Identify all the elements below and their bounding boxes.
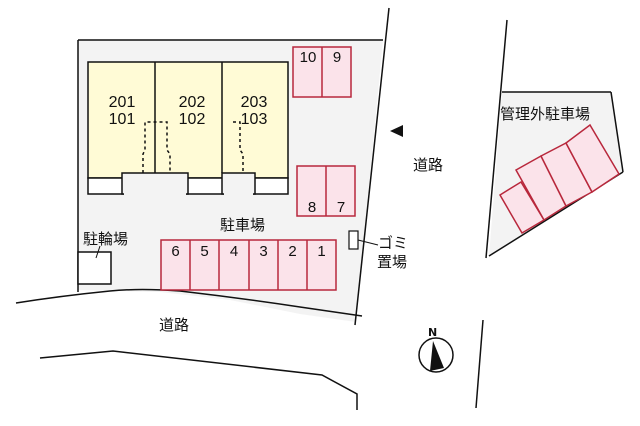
parking-slot-9: 9 [332, 49, 342, 66]
road-edge-bottom [39, 350, 358, 410]
parking-slot-3: 3 [259, 243, 268, 260]
entrance-arrow-icon [390, 125, 403, 137]
parking-slot-4: 4 [229, 243, 239, 260]
road-edge-line [354, 7, 390, 326]
parking-slot-1: 1 [317, 243, 326, 260]
parking-slot-2: 2 [288, 243, 297, 260]
road-south-label: 道路 [159, 316, 190, 334]
garbage-box [348, 230, 359, 250]
garbage-label-line1: ゴミ [378, 234, 409, 252]
unit-label-202-102: 202 102 [178, 94, 206, 128]
parking-label: 駐車場 [220, 216, 266, 234]
unit-label-203-103: 203 103 [240, 94, 268, 128]
bicycle-parking-box [77, 251, 112, 285]
road-edge-top [15, 288, 363, 317]
bicycle-parking-label: 駐輪場 [83, 230, 129, 248]
parking-slot-6: 6 [171, 243, 180, 260]
compass-north-label: N [428, 326, 438, 339]
garbage-label-line2: 置場 [377, 253, 408, 271]
parking-slot-10: 10 [299, 49, 317, 66]
external-parking-label: 管理外駐車場 [500, 105, 591, 123]
parking-slot-5: 5 [200, 243, 209, 260]
building [87, 61, 289, 179]
road-east-label: 道路 [413, 156, 444, 174]
parking-slot-7: 7 [336, 199, 346, 216]
unit-label-201-101: 201 101 [108, 94, 136, 128]
parking-slot-8: 8 [307, 199, 317, 216]
